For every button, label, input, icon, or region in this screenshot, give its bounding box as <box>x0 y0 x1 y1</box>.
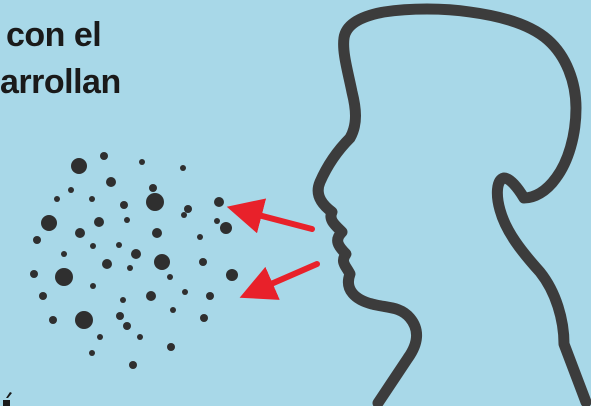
droplet <box>167 343 175 351</box>
droplet <box>33 236 41 244</box>
droplet <box>54 196 60 202</box>
droplet <box>90 283 96 289</box>
droplet <box>226 269 238 281</box>
droplet <box>167 274 173 280</box>
droplet <box>102 259 112 269</box>
droplet <box>146 291 156 301</box>
droplet <box>180 165 186 171</box>
droplet <box>55 268 73 286</box>
droplet <box>120 201 128 209</box>
droplet <box>116 242 122 248</box>
droplet <box>89 196 95 202</box>
droplets-icon <box>30 152 238 369</box>
droplet <box>152 228 162 238</box>
droplet <box>182 289 188 295</box>
droplet <box>75 311 93 329</box>
cropped-glyph <box>0 386 14 406</box>
droplet <box>90 243 96 249</box>
droplet <box>123 322 131 330</box>
droplet <box>170 307 176 313</box>
droplet <box>94 217 104 227</box>
droplet <box>206 292 214 300</box>
droplet <box>200 314 208 322</box>
droplet <box>116 312 124 320</box>
head-profile-icon <box>318 9 586 403</box>
droplet <box>41 215 57 231</box>
droplet <box>30 270 38 278</box>
droplet <box>214 197 224 207</box>
droplet <box>100 152 108 160</box>
droplet <box>75 228 85 238</box>
droplet <box>71 158 87 174</box>
droplet <box>124 217 130 223</box>
red-arrow-icon <box>243 211 312 229</box>
droplet <box>199 258 207 266</box>
droplet <box>214 218 220 224</box>
droplet <box>97 334 103 340</box>
droplet <box>137 334 143 340</box>
droplet <box>139 159 145 165</box>
droplet <box>68 187 74 193</box>
droplet <box>61 251 67 257</box>
droplet <box>106 177 116 187</box>
droplet <box>197 234 203 240</box>
droplet <box>184 205 192 213</box>
droplet <box>149 184 157 192</box>
droplet <box>131 249 141 259</box>
droplet <box>181 212 187 218</box>
droplet <box>154 254 170 270</box>
droplet <box>49 316 57 324</box>
droplet <box>127 265 133 271</box>
droplet <box>129 361 137 369</box>
droplet <box>89 350 95 356</box>
droplet <box>120 297 126 303</box>
droplet <box>220 222 232 234</box>
red-arrow-icon <box>255 264 317 291</box>
droplet <box>146 193 164 211</box>
droplet <box>39 292 47 300</box>
